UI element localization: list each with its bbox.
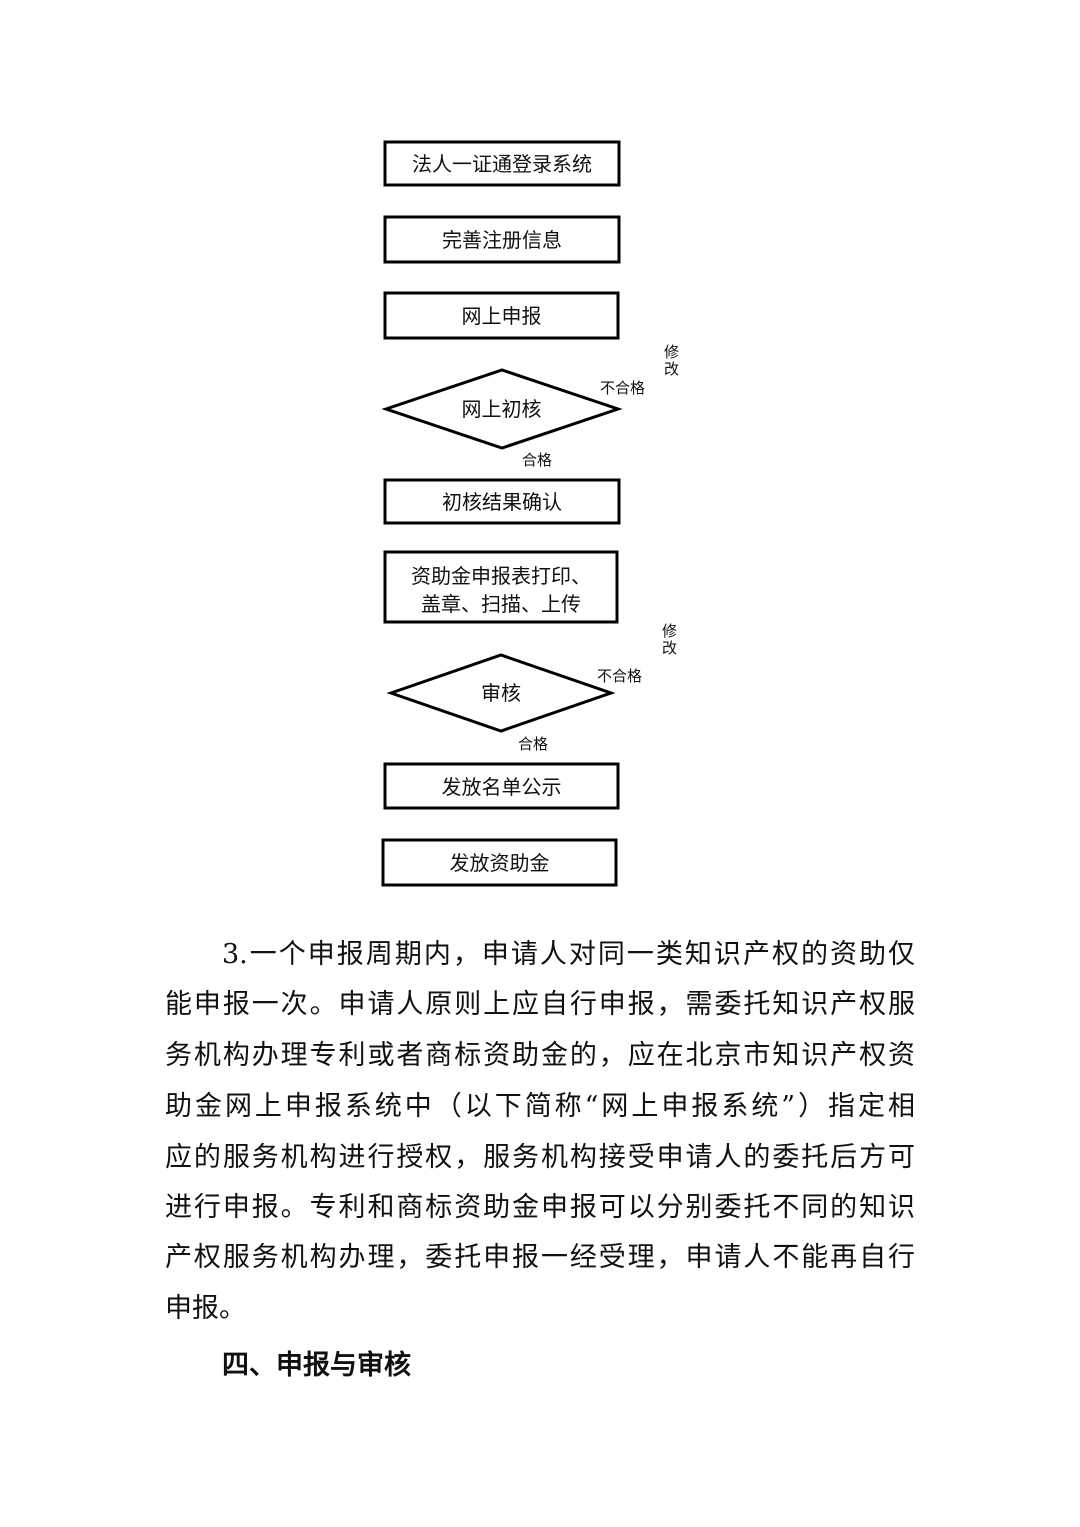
revise-label: 修改 [664, 343, 680, 378]
step-box-register [383, 215, 621, 264]
decision-label: 网上初核 [461, 397, 542, 421]
paragraph-line: 助金网上申报系统中（以下简称“网上申报系统”）指定相 [165, 1091, 915, 1122]
step-label: 发放资助金 [449, 851, 550, 875]
step-label: 法人一证通登录系统 [412, 152, 592, 176]
pass-label: 合格 [522, 451, 553, 469]
section-heading: 四、申报与审核 [222, 1350, 411, 1381]
paragraph-line: 3.一个申报周期内，申请人对同一类知识产权的资助仅 [222, 939, 915, 970]
step-label: 盖章、扫描、上传 [421, 592, 581, 616]
paragraph-line: 申报。 [165, 1293, 246, 1324]
step-label: 资助金申报表打印、 [411, 564, 591, 588]
paragraph-line: 能申报一次。申请人原则上应自行申报，需委托知识产权服 [165, 989, 915, 1020]
step-label: 完善注册信息 [442, 228, 562, 252]
decision-diamond-initial-review [381, 368, 623, 450]
pass-label: 合格 [518, 735, 549, 753]
step-box-print [383, 550, 619, 624]
paragraph-line: 应的服务机构进行授权，服务机构接受申请人的委托后方可 [165, 1142, 915, 1173]
fail-label: 不合格 [600, 379, 646, 397]
step-label: 网上申报 [461, 304, 542, 328]
paragraph-line: 进行申报。专利和商标资助金申报可以分别委托不同的知识 [165, 1192, 915, 1223]
paragraph-line: 务机构办理专利或者商标资助金的，应在北京市知识产权资 [165, 1040, 915, 1071]
step-box-confirm [383, 478, 621, 525]
step-label: 初核结果确认 [442, 490, 562, 514]
decision-label: 审核 [481, 681, 521, 705]
step-label: 发放名单公示 [441, 775, 562, 799]
step-box-disburse [381, 838, 618, 887]
decision-diamond-review [386, 653, 616, 733]
step-box-login [383, 140, 621, 187]
flowchart-shapes [381, 140, 623, 887]
step-box-publicity [383, 762, 620, 810]
fail-label: 不合格 [597, 667, 643, 685]
paragraph-line: 产权服务机构办理，委托申报一经受理，申请人不能再自行 [165, 1242, 915, 1273]
step-box-online-apply [383, 291, 620, 340]
revise-label: 修改 [662, 622, 678, 657]
